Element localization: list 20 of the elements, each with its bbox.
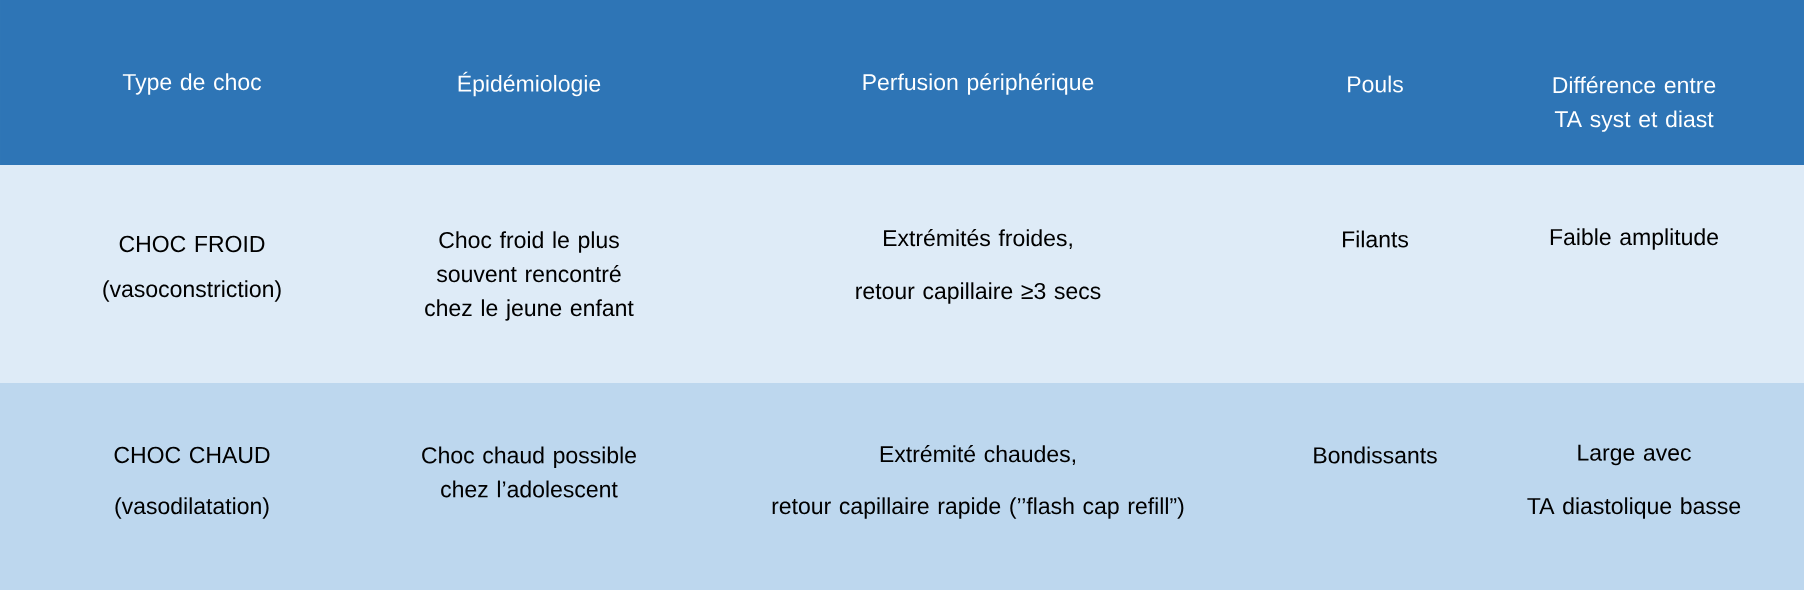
row-header: CHOC FROID: [119, 235, 265, 253]
table-cell: TA diastolique basse: [1527, 497, 1741, 519]
column-header: Pouls: [1348, 75, 1403, 93]
table-cell: Faible amplitude: [1550, 228, 1718, 250]
row-header: (vasoconstriction): [103, 280, 281, 302]
column-header: Perfusion périphérique: [863, 73, 1094, 95]
column-header: Épidémiologie: [458, 71, 601, 97]
table-cell: retour capillaire ≥3 secs: [856, 282, 1101, 304]
table-cell: Bondissants: [1314, 446, 1437, 464]
table-cell: Filants: [1343, 230, 1409, 248]
table-cell: Extrémité chaudes,: [880, 445, 1075, 465]
table-cell: Extrémités froides,: [884, 229, 1072, 249]
table-cell: retour capillaire rapide (’’flash cap refill”): [772, 497, 1184, 519]
column-header: Différence entre TA syst et diast: [1553, 76, 1716, 132]
table-cell: Large avec: [1578, 444, 1691, 466]
row-header: CHOC CHAUD: [114, 446, 270, 464]
table-cell: Choc chaud possible chez l’adolescent: [422, 446, 636, 498]
table-cell: Choc froid le plus souvent rencontré chez le jeune enfant: [425, 231, 634, 321]
row-header: (vasodilatation): [115, 497, 269, 519]
column-header: Type de choc: [122, 73, 262, 95]
